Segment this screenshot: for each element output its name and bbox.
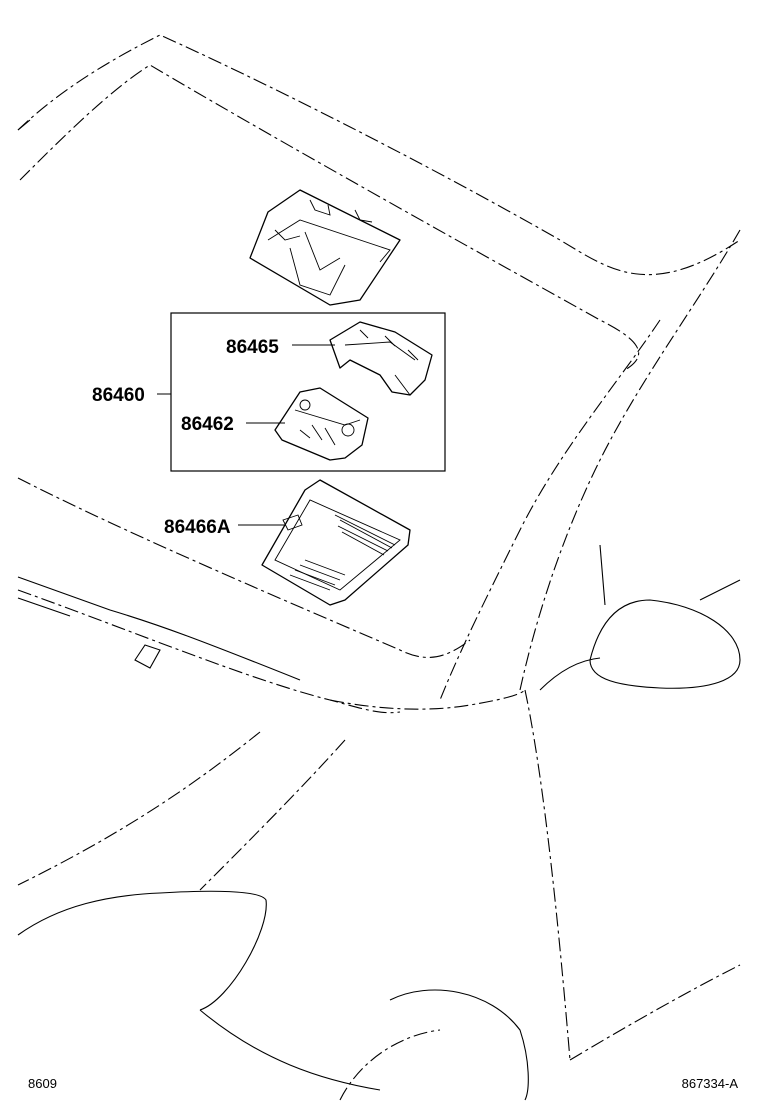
assembly-box — [157, 312, 446, 472]
mounted-camera-assembly — [249, 189, 401, 306]
figure-reference: 867334-A — [681, 1076, 738, 1091]
page-reference: 8609 — [28, 1076, 57, 1091]
label-cover-86466A: 86466A — [164, 517, 231, 538]
camera-part-86462 — [246, 387, 369, 461]
cover-part-86466A — [238, 479, 411, 606]
label-assembly-86460: 86460 — [92, 385, 145, 406]
vehicle-outline — [17, 34, 741, 1101]
label-bracket-86465: 86465 — [226, 337, 279, 358]
bracket-part-86465 — [292, 321, 433, 396]
label-camera-86462: 86462 — [181, 414, 234, 435]
